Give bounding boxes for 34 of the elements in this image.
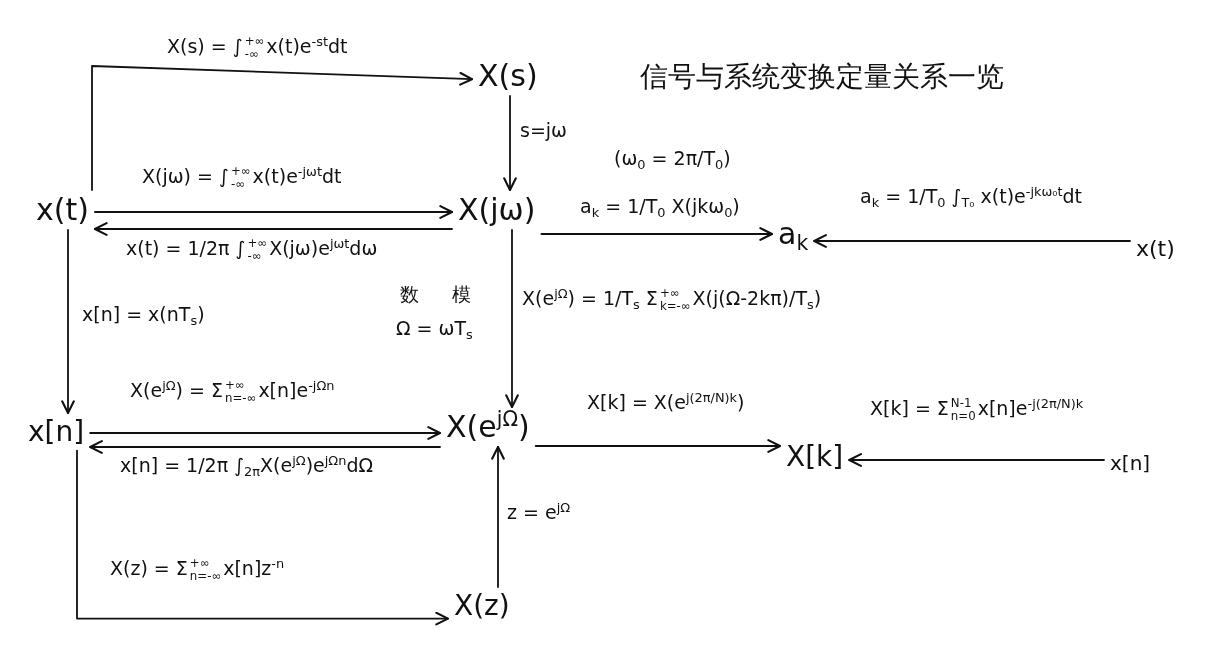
arrow [91, 65, 474, 191]
formula-label: X[k] = Σ$_{n=0}$$^{N-1}$x[n]e$^{-j(2π/N)k}$ [868, 396, 1086, 422]
arrow [94, 205, 454, 219]
math-symbol: a$_{k}$ [772, 214, 815, 254]
math-symbol: X(s) [472, 56, 544, 96]
arrow [76, 449, 450, 626]
formula-label: X(z) = Σ$_{n=-∞}$$^{+∞}$x[n]z$^{-n}$ [108, 556, 287, 582]
arrow [505, 229, 519, 409]
formula-label: X(e$^{jΩ}$) = Σ$_{n=-∞}$$^{+∞}$x[n]e$^{-jΩn}$ [128, 378, 337, 404]
formula-label: x[n] = 1/2π ∫$_{2π}$X(e$^{jΩ}$)e$^{jΩn}$dΩ [118, 453, 375, 478]
math-symbol: x(t) [30, 190, 95, 230]
arrow [848, 453, 1105, 467]
math-symbol: x[n] [22, 413, 91, 451]
arrow [93, 222, 453, 236]
annotation: 模 [450, 282, 473, 307]
arrow [89, 440, 441, 454]
arrow [540, 227, 774, 241]
arrow [491, 445, 505, 588]
math-symbol: X(jω) [452, 190, 542, 230]
formula-label: X(jω) = ∫$_{-∞}$$^{+∞}$x(t)e$^{-jωt}$dt [140, 164, 344, 190]
arrow [89, 426, 442, 440]
math-symbol: X(e$^{jΩ}$) [440, 407, 536, 447]
formula-label: X(s) = ∫$_{-∞}$$^{+∞}$x(t)e$^{-st}$dt [165, 34, 350, 60]
math-symbol: X[k] [780, 438, 850, 476]
formula-label: a$_{k}$ = 1/T$_{0}$ ∫$_{T₀}$ x(t)e$^{-jkω₀t}$dt [858, 184, 1084, 209]
math-symbol: x(t) [1130, 234, 1181, 265]
title: 信号与系统变换定量关系一览 [640, 59, 1004, 95]
formula-label: x(t) = 1/2π ∫$_{-∞}$$^{+∞}$X(jω)e$^{jωt}$dω [124, 236, 380, 262]
math-symbol: X(z) [448, 587, 516, 625]
math-symbol: x[n] [1104, 449, 1157, 477]
arrow [61, 229, 75, 415]
arrow [534, 439, 782, 453]
arrow [503, 95, 517, 192]
arrow [813, 234, 1131, 248]
